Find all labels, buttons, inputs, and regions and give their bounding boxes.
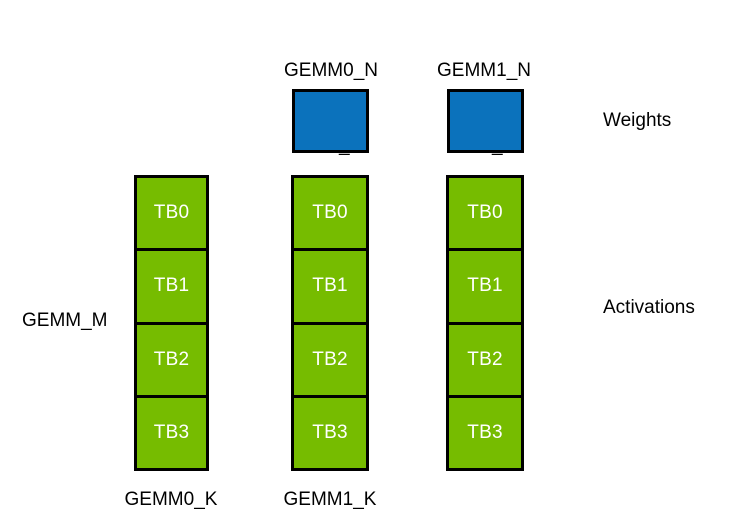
activation-cell-label: TB1	[467, 275, 503, 297]
activation-cell: TB3	[446, 394, 524, 471]
activation-cell-label: TB0	[153, 202, 190, 224]
activation-cell-label: TB1	[153, 275, 190, 297]
activation-cell: TB0	[134, 175, 209, 252]
activation-cell: TB0	[446, 175, 524, 252]
column-header-gemm1-n-line1: GEMM1_N	[437, 60, 531, 81]
activation-cell: TB1	[134, 248, 209, 325]
gemm1-k-bottom-label: GEMM1_K	[283, 489, 377, 510]
gemm-m-column: TB0 TB1 TB2 TB3	[134, 175, 209, 471]
activation-cell-label: TB1	[312, 275, 348, 297]
activation-cell-label: TB3	[467, 421, 503, 443]
activation-cell: TB2	[446, 321, 524, 398]
gemm1-activation-column: TB0 TB1 TB2 TB3	[446, 175, 524, 471]
activation-cell: TB0	[291, 175, 369, 252]
activation-cell: TB3	[291, 394, 369, 471]
gemm0-weight-tile	[292, 89, 369, 153]
activation-cell-label: TB2	[312, 348, 348, 370]
gemm0-activation-column: TB0 TB1 TB2 TB3	[291, 175, 369, 471]
gemm0-k-bottom-label: GEMM0_K	[124, 489, 218, 510]
activation-cell: TB1	[446, 248, 524, 325]
activation-cell: TB1	[291, 248, 369, 325]
gemm-m-side-label: GEMM_M	[22, 310, 108, 331]
activations-row-label: Activations	[603, 297, 695, 318]
activation-cell-label: TB0	[467, 202, 503, 224]
activation-cell-label: TB2	[153, 348, 190, 370]
weights-row-label: Weights	[603, 110, 672, 131]
activation-cell-label: TB3	[153, 421, 190, 443]
activation-cell-label: TB2	[467, 348, 503, 370]
activation-cell-label: TB3	[312, 421, 348, 443]
activation-cell: TB3	[134, 394, 209, 471]
activation-cell: TB2	[291, 321, 369, 398]
activation-cell: TB2	[134, 321, 209, 398]
activation-cell-label: TB0	[312, 202, 348, 224]
gemm1-weight-tile	[447, 89, 524, 153]
column-header-gemm0-n-line1: GEMM0_N	[284, 60, 378, 81]
